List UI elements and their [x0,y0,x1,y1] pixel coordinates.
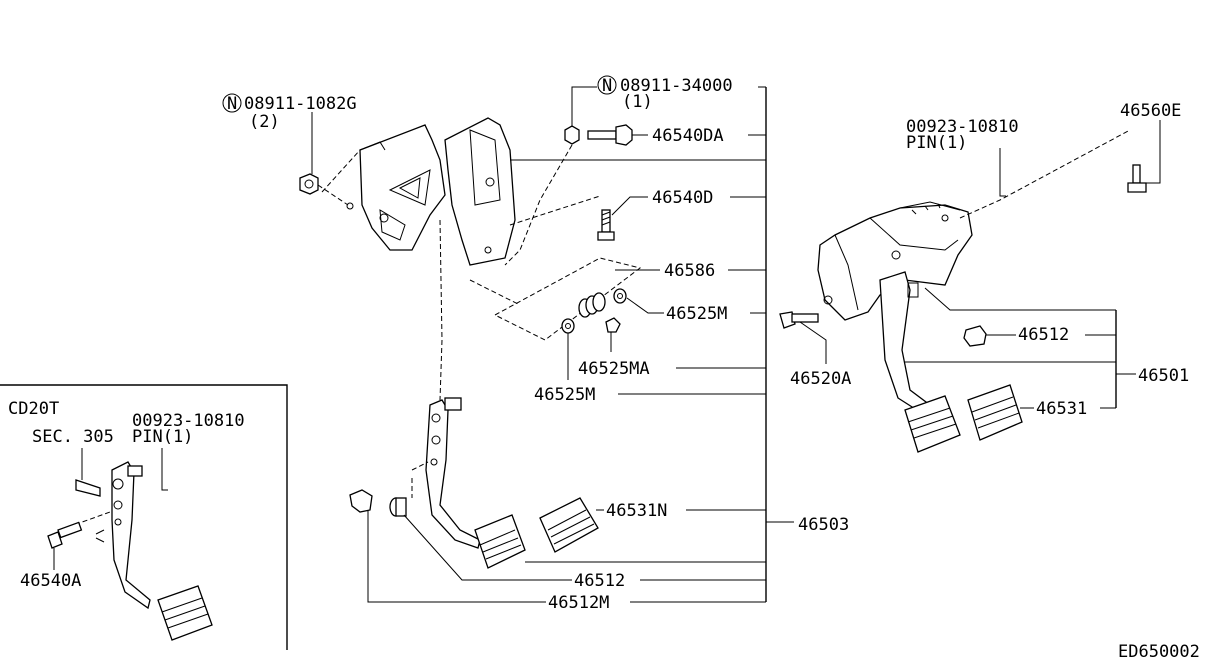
part-08911-1082g: 08911-1082G [244,94,357,114]
part-00923-10810-right: 00923-10810 [906,117,1019,137]
part-46512-left: 46512 [574,571,625,591]
part-46503: 46503 [798,515,849,535]
bolt-46540d [597,209,615,241]
part-46520a: 46520A [790,369,851,389]
bushing-46525m-upper [613,288,627,304]
pedal-bracket [359,117,516,266]
qty-08911-1082g: (2) [249,112,280,132]
nut-08911-1082g [299,173,319,195]
part-08911-34000: 08911-34000 [620,76,733,96]
part-46531n: 46531N [606,501,667,521]
n-marker-right: N [602,76,612,96]
figure-id: ED650002 [1118,642,1200,662]
bolt-46560e [1127,164,1147,193]
part-46531: 46531 [1036,399,1087,419]
pin-right: PIN(1) [906,133,967,153]
clutch-pedal-46503 [425,397,526,569]
part-46525m-upper: 46525M [666,304,727,324]
part-46525ma: 46525MA [578,359,650,379]
part-46525m-lower: 46525M [534,385,595,405]
inset-part-46540a: 46540A [20,571,81,591]
label-08911-34000: N 08911-34000 (1) [597,75,733,112]
part-46540da: 46540DA [652,126,724,146]
part-46586: 46586 [664,261,715,281]
inset-part-00923-10810: 00923-10810 [132,411,245,431]
qty-08911-34000: (1) [622,92,653,112]
part-46501: 46501 [1138,366,1189,386]
stopper-46512-left [389,497,407,517]
stopper-46512-right [963,325,987,347]
inset-cd20t: CD20T 00923-10810 SEC. 305 PIN(1) 46540A [0,384,288,650]
inset-sec: SEC. 305 [32,427,114,447]
bolt-46520a [779,311,819,329]
part-46560e: 46560E [1120,101,1181,121]
pedal-pad-46531n [539,497,599,553]
part-46512-right: 46512 [1018,325,1069,345]
part-46540d: 46540D [652,188,713,208]
bolt-46540da [564,124,633,146]
n-marker-left: N [227,94,237,114]
bushing-46525m-lower [561,318,575,334]
brake-pedal-46501 [817,201,973,453]
part-46512m: 46512M [548,593,609,613]
spring-46586 [578,292,606,318]
bumper-46512m [349,489,373,513]
pedal-pad-46531 [967,384,1023,441]
inset-title: CD20T [8,399,59,419]
inset-pin: PIN(1) [132,427,193,447]
bushing-46525ma [605,317,621,333]
label-08911-1082g: N 08911-1082G (2) [222,93,357,132]
